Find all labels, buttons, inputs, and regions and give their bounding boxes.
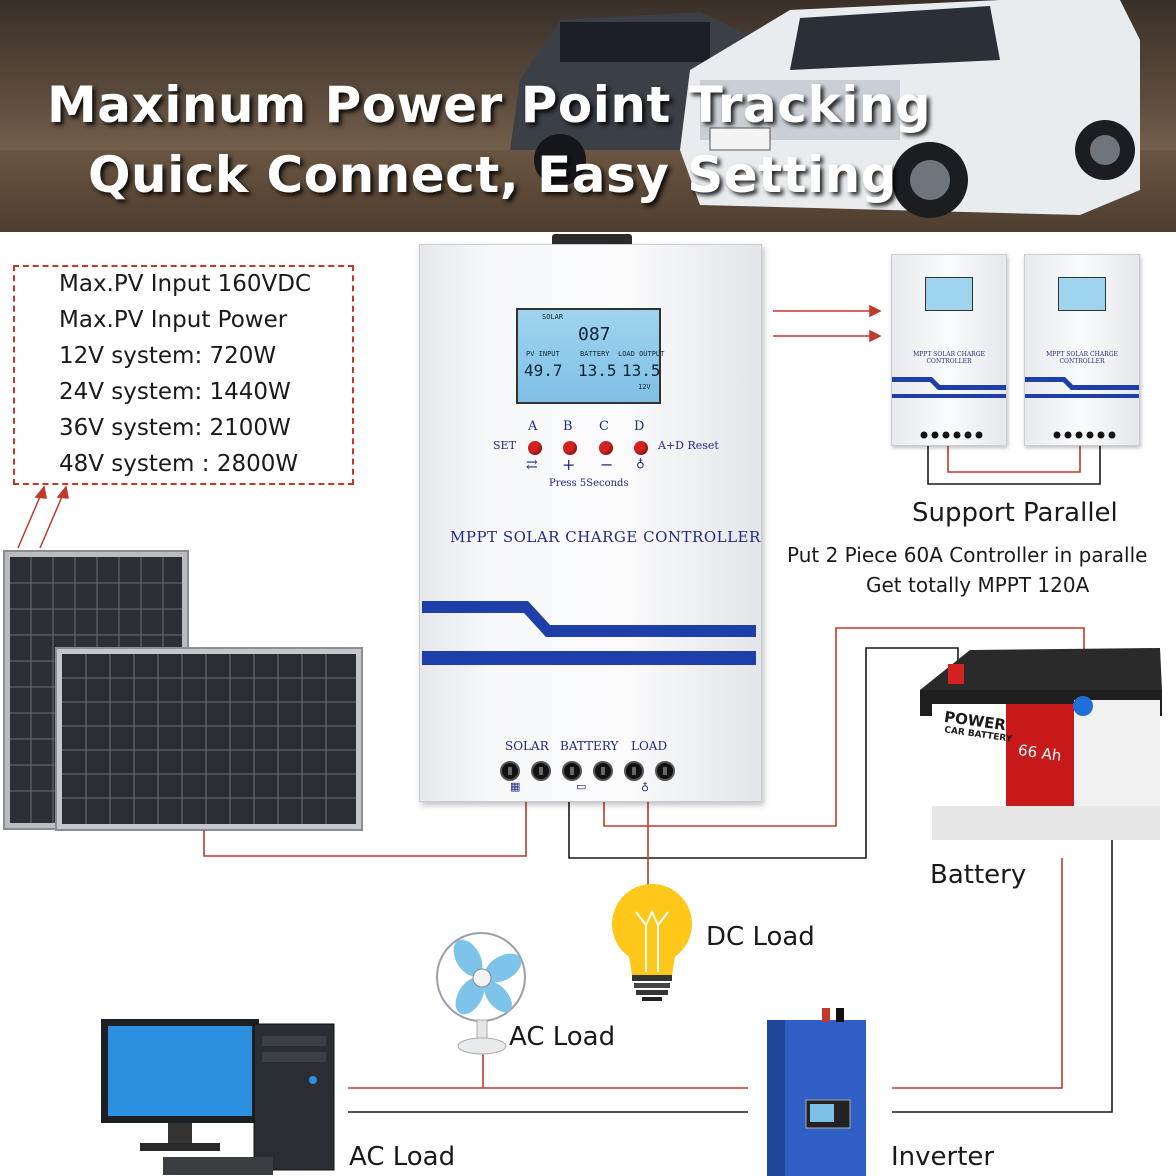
lcd-display: SOLAR 087 PV INPUT BATTERY LOAD OUTPUT 4… bbox=[516, 308, 665, 404]
fan-icon bbox=[436, 932, 526, 1055]
terminal-solar-positive[interactable] bbox=[500, 761, 520, 781]
mini-controller-name-2: MPPT SOLAR CHARGE CONTROLLER bbox=[1046, 351, 1118, 365]
mini-lcd-2 bbox=[1058, 277, 1106, 311]
ac-load-fan-label: AC Load bbox=[509, 1022, 616, 1052]
terminal-label-solar: SOLAR bbox=[505, 739, 549, 753]
spec-line-2: Max.PV Input Power bbox=[59, 307, 288, 333]
parallel-desc-line1: Put 2 Piece 60A Controller in paralle bbox=[787, 543, 1148, 567]
inverter-label: Inverter bbox=[891, 1142, 995, 1172]
terminal-label-battery: BATTERY bbox=[560, 739, 619, 753]
mini-stripes-2 bbox=[1025, 377, 1139, 439]
parallel-arrows bbox=[773, 304, 882, 343]
set-arrows-icon: ⇄ bbox=[526, 457, 538, 473]
spec-line-6: 48V system : 2800W bbox=[59, 451, 299, 477]
mini-controller-name-1: MPPT SOLAR CHARGE CONTROLLER bbox=[913, 351, 985, 365]
terminal-label-load: LOAD bbox=[631, 739, 668, 753]
hero-banner: Maxinum Power Point Tracking Quick Conne… bbox=[0, 0, 1176, 232]
lcd-pv-value: 49.7 bbox=[524, 361, 563, 380]
terminal-battery-negative[interactable] bbox=[593, 761, 613, 781]
press-label: Press 5Seconds bbox=[549, 478, 629, 489]
mini-controller-2: MPPT SOLAR CHARGE CONTROLLER bbox=[1024, 254, 1140, 446]
desktop-computer-icon bbox=[101, 1019, 335, 1175]
button-letter-c: C bbox=[599, 419, 609, 434]
mini-stripes-1 bbox=[892, 377, 1006, 439]
load-terminal-icon: ♁ bbox=[641, 780, 650, 793]
battery-label: Battery bbox=[930, 860, 1027, 890]
support-parallel-title: Support Parallel bbox=[912, 498, 1118, 528]
spec-line-4: 24V system: 1440W bbox=[59, 379, 291, 405]
lcd-solar-label: SOLAR bbox=[542, 313, 564, 321]
car-battery-icon bbox=[920, 648, 1162, 840]
lcd-battery-value: 13.5 bbox=[578, 361, 617, 380]
parallel-desc-line2: Get totally MPPT 120A bbox=[866, 573, 1090, 597]
hero-title-line2: Quick Connect, Easy Setting bbox=[88, 146, 898, 204]
mini-controller-1: MPPT SOLAR CHARGE CONTROLLER bbox=[891, 254, 1007, 446]
lcd-load-value: 13.5 bbox=[622, 361, 661, 380]
hero-title-line1: Maxinum Power Point Tracking bbox=[47, 76, 932, 134]
dc-load-label: DC Load bbox=[706, 922, 815, 952]
button-letter-d: D bbox=[634, 419, 645, 434]
solar-terminal-icon: ▦ bbox=[510, 780, 521, 793]
terminal-load-positive[interactable] bbox=[624, 761, 644, 781]
lcd-load-output-label: LOAD OUTPUT bbox=[618, 350, 665, 358]
button-a[interactable] bbox=[528, 441, 542, 455]
wires bbox=[203, 444, 1113, 1113]
solar-panel-front bbox=[55, 647, 363, 831]
terminal-battery-positive[interactable] bbox=[562, 761, 582, 781]
lcd-battery-label: BATTERY bbox=[580, 350, 610, 358]
plus-icon: + bbox=[562, 455, 576, 474]
spec-line-1: Max.PV Input 160VDC bbox=[59, 271, 312, 297]
mini-lcd-1 bbox=[925, 277, 973, 311]
spec-box: Max.PV Input 160VDC Max.PV Input Power 1… bbox=[13, 265, 354, 485]
battery-terminal-icon: ▭ bbox=[576, 780, 587, 793]
lcd-pv-input-label: PV INPUT bbox=[526, 350, 560, 358]
reset-label: A+D Reset bbox=[658, 439, 719, 452]
button-letter-b: B bbox=[563, 419, 573, 434]
bulb-small-icon: ♁ bbox=[636, 456, 645, 470]
light-bulb-icon bbox=[612, 884, 692, 1001]
minus-icon: − bbox=[600, 455, 614, 474]
vehicles-illustration bbox=[0, 0, 1176, 232]
button-b[interactable] bbox=[563, 441, 577, 455]
controller-name: MPPT SOLAR CHARGE CONTROLLER bbox=[450, 528, 761, 546]
white-suv bbox=[680, 0, 1140, 218]
lcd-system-voltage: 12V bbox=[638, 383, 651, 391]
set-label: SET bbox=[493, 439, 516, 452]
inverter-icon bbox=[767, 1008, 866, 1176]
pv-arrows bbox=[17, 485, 69, 549]
lcd-percent-value: 087 bbox=[578, 324, 611, 345]
button-letter-a: A bbox=[528, 419, 538, 434]
terminal-load-negative[interactable] bbox=[655, 761, 675, 781]
terminal-solar-negative[interactable] bbox=[531, 761, 551, 781]
button-d[interactable] bbox=[634, 441, 648, 455]
spec-line-5: 36V system: 2100W bbox=[59, 415, 291, 441]
button-c[interactable] bbox=[599, 441, 613, 455]
spec-line-3: 12V system: 720W bbox=[59, 343, 277, 369]
controller-stripes bbox=[422, 601, 756, 665]
ac-load-pc-label: AC Load bbox=[349, 1142, 456, 1172]
